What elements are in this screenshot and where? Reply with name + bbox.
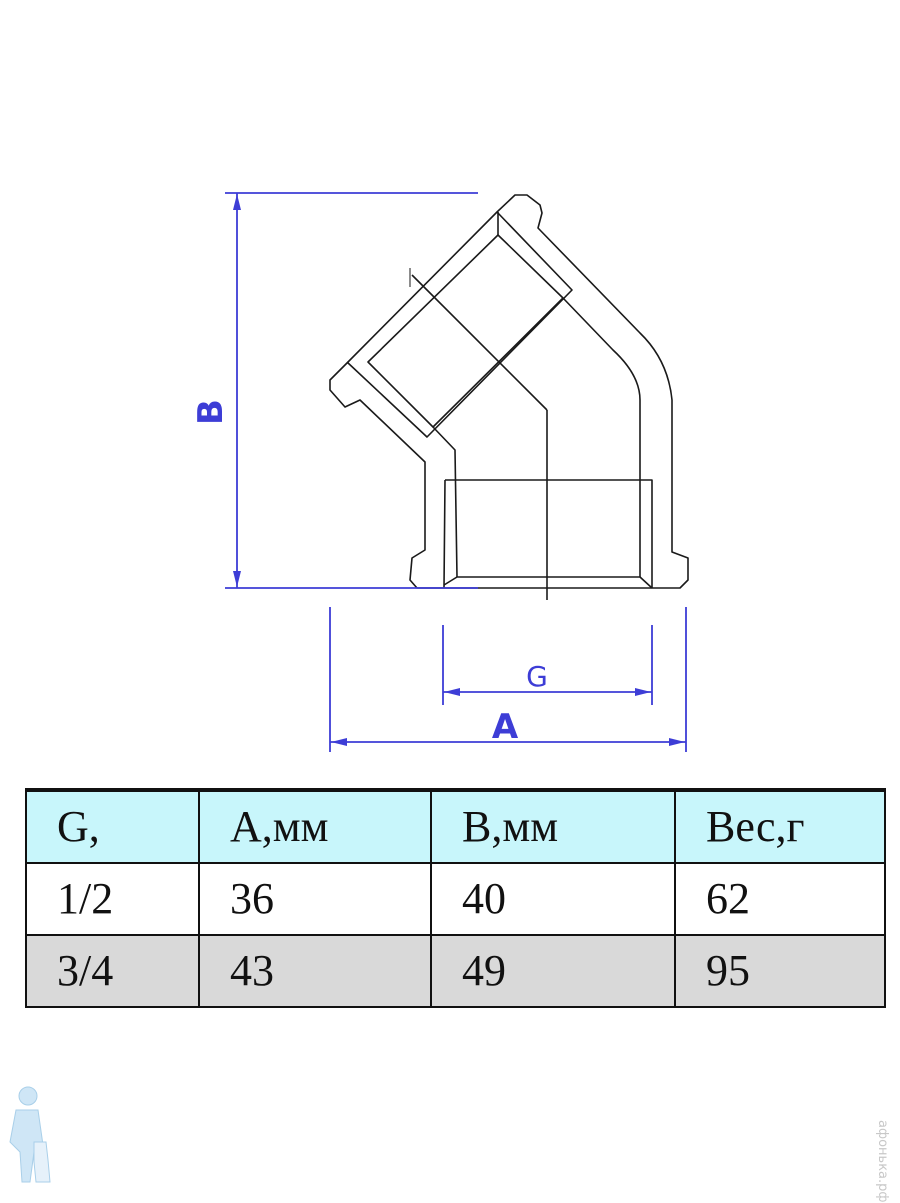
label-a: A xyxy=(492,707,519,747)
cell-a: 43 xyxy=(198,934,432,1008)
a-arrow-right xyxy=(669,738,685,746)
a-arrow-left xyxy=(331,738,347,746)
centerline-diagonal xyxy=(411,274,548,411)
cell-g: 1/2 xyxy=(25,862,200,936)
g-arrow-right xyxy=(635,688,651,696)
cell-weight: 95 xyxy=(674,934,886,1008)
header-g: G, xyxy=(25,789,200,864)
inner-bore-right xyxy=(562,297,641,577)
cell-weight: 62 xyxy=(674,862,886,936)
table-header-row: G, A,мм B,мм Вес,г xyxy=(25,789,886,864)
g-arrow-left xyxy=(444,688,460,696)
dimensions xyxy=(225,192,687,752)
header-weight: Вес,г xyxy=(674,789,886,864)
cell-b: 40 xyxy=(430,862,676,936)
watermark-text: афонька.рф xyxy=(875,1120,890,1203)
header-a: A,мм xyxy=(198,789,432,864)
cell-g: 3/4 xyxy=(25,934,200,1008)
bottom-thread xyxy=(443,576,653,589)
bottom-socket xyxy=(443,479,653,589)
outer-contour xyxy=(329,194,689,589)
fitting-drawing: B A G xyxy=(191,192,689,752)
plumber-logo xyxy=(9,1086,51,1183)
b-arrow-top xyxy=(233,194,241,210)
dimensions-table: G, A,мм B,мм Вес,г 1/2 36 40 62 3/4 43 4… xyxy=(25,788,886,1008)
socket-face xyxy=(346,211,573,438)
label-g: G xyxy=(526,660,548,693)
table-row: 1/2 36 40 62 xyxy=(25,862,886,936)
table-row: 3/4 43 49 95 xyxy=(25,934,886,1008)
inner-bore-left xyxy=(432,426,458,578)
header-b: B,мм xyxy=(430,789,676,864)
b-arrow-bottom xyxy=(233,571,241,587)
label-b: B xyxy=(191,399,231,425)
cell-b: 49 xyxy=(430,934,676,1008)
cell-a: 36 xyxy=(198,862,432,936)
elbow-45-outline xyxy=(329,194,689,600)
